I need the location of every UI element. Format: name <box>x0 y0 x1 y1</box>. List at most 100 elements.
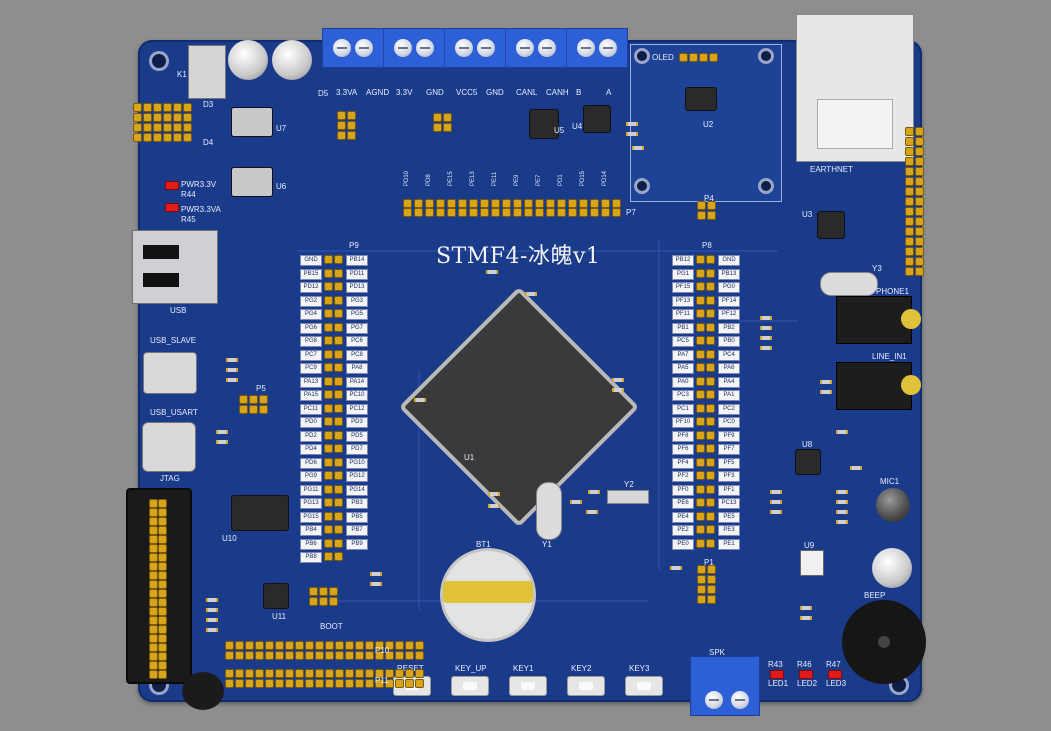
header-pin[interactable] <box>150 644 157 651</box>
header-pin[interactable] <box>437 209 444 216</box>
header-pin[interactable] <box>697 350 704 358</box>
header-pin[interactable] <box>680 54 687 61</box>
header-pin[interactable] <box>348 112 355 119</box>
header-pin[interactable] <box>174 104 181 111</box>
header-pin[interactable] <box>514 209 521 216</box>
header-pin[interactable] <box>481 200 488 207</box>
header-pin[interactable] <box>325 256 332 263</box>
header-pin[interactable] <box>159 626 166 633</box>
header-pin[interactable] <box>150 536 157 543</box>
header-pin[interactable] <box>708 212 715 219</box>
header-pin[interactable] <box>325 323 332 331</box>
header-oled[interactable] <box>680 54 717 61</box>
header-pin[interactable] <box>710 54 717 61</box>
header-pin[interactable] <box>356 652 363 659</box>
header-pin[interactable] <box>159 644 166 651</box>
header-pin[interactable] <box>226 670 233 677</box>
header-pin[interactable] <box>697 526 704 533</box>
header-pin[interactable] <box>707 445 714 452</box>
header-pin[interactable] <box>698 202 705 209</box>
header-pin[interactable] <box>707 377 714 385</box>
header-pin[interactable] <box>386 680 393 687</box>
header-pin[interactable] <box>336 670 343 677</box>
header-pin[interactable] <box>707 404 714 412</box>
header-pin[interactable] <box>707 472 714 479</box>
header-pin[interactable] <box>707 458 714 466</box>
header-pin[interactable] <box>150 626 157 633</box>
header-pin[interactable] <box>325 485 332 493</box>
header-pin[interactable] <box>159 563 166 570</box>
header-pin[interactable] <box>697 256 704 263</box>
header-pin[interactable] <box>602 209 609 216</box>
header-pin[interactable] <box>396 680 403 687</box>
header-pin[interactable] <box>434 124 441 131</box>
header-pin[interactable] <box>150 572 157 579</box>
header-pin[interactable] <box>346 642 353 649</box>
header-pin[interactable] <box>150 527 157 534</box>
header-p10[interactable] <box>226 642 423 659</box>
header-pin[interactable] <box>335 337 342 344</box>
header-pin[interactable] <box>707 296 714 304</box>
header-pin[interactable] <box>697 485 704 493</box>
header-pin[interactable] <box>150 671 157 678</box>
header-pin[interactable] <box>325 472 332 479</box>
header-pin[interactable] <box>326 670 333 677</box>
header-pin[interactable] <box>154 134 161 141</box>
header-pin[interactable] <box>916 268 923 275</box>
header-fan[interactable] <box>134 104 191 141</box>
header-pin[interactable] <box>906 248 913 255</box>
header-p1[interactable] <box>698 566 715 603</box>
header-pin[interactable] <box>310 588 317 595</box>
header-pin[interactable] <box>325 337 332 344</box>
header-pin[interactable] <box>266 670 273 677</box>
header-usb-select[interactable] <box>338 112 355 139</box>
header-pin[interactable] <box>325 404 332 412</box>
header-pin[interactable] <box>356 680 363 687</box>
header-pin[interactable] <box>260 396 267 403</box>
header-pin[interactable] <box>338 122 345 129</box>
header-pin[interactable] <box>150 563 157 570</box>
usb-slave-connector[interactable] <box>143 352 197 394</box>
header-pin[interactable] <box>325 431 332 439</box>
header-pin[interactable] <box>159 500 166 507</box>
header-pin[interactable] <box>906 208 913 215</box>
header-pin[interactable] <box>906 258 913 265</box>
header-pin[interactable] <box>134 104 141 111</box>
header-pin[interactable] <box>697 296 704 304</box>
header-pin[interactable] <box>236 670 243 677</box>
header-pin[interactable] <box>325 458 332 466</box>
header-pin[interactable] <box>335 458 342 466</box>
header-pin[interactable] <box>316 680 323 687</box>
header-pin[interactable] <box>547 209 554 216</box>
header-pin[interactable] <box>916 168 923 175</box>
header-pin[interactable] <box>906 228 913 235</box>
header-pin[interactable] <box>569 200 576 207</box>
header-pin[interactable] <box>707 350 714 358</box>
header-pin[interactable] <box>150 554 157 561</box>
header-pin[interactable] <box>536 200 543 207</box>
header-pin[interactable] <box>226 680 233 687</box>
header-pin[interactable] <box>906 268 913 275</box>
header-pin[interactable] <box>250 396 257 403</box>
header-pin[interactable] <box>150 635 157 642</box>
header-pin[interactable] <box>503 209 510 216</box>
header-pin[interactable] <box>514 200 521 207</box>
header-pin[interactable] <box>226 652 233 659</box>
header-pin[interactable] <box>707 337 714 344</box>
header-pin[interactable] <box>236 652 243 659</box>
header-pin[interactable] <box>459 200 466 207</box>
header-pin[interactable] <box>558 209 565 216</box>
header-pin[interactable] <box>159 653 166 660</box>
header-pin[interactable] <box>697 310 704 317</box>
header-pin[interactable] <box>416 670 423 677</box>
header-pin[interactable] <box>406 680 413 687</box>
header-pin[interactable] <box>335 445 342 452</box>
header-pin[interactable] <box>325 296 332 304</box>
header-pin[interactable] <box>697 364 704 371</box>
header-pin[interactable] <box>376 680 383 687</box>
header-pin[interactable] <box>246 670 253 677</box>
header-pin[interactable] <box>697 512 704 520</box>
header-pin[interactable] <box>335 310 342 317</box>
header-pin[interactable] <box>159 635 166 642</box>
header-pin[interactable] <box>698 212 705 219</box>
